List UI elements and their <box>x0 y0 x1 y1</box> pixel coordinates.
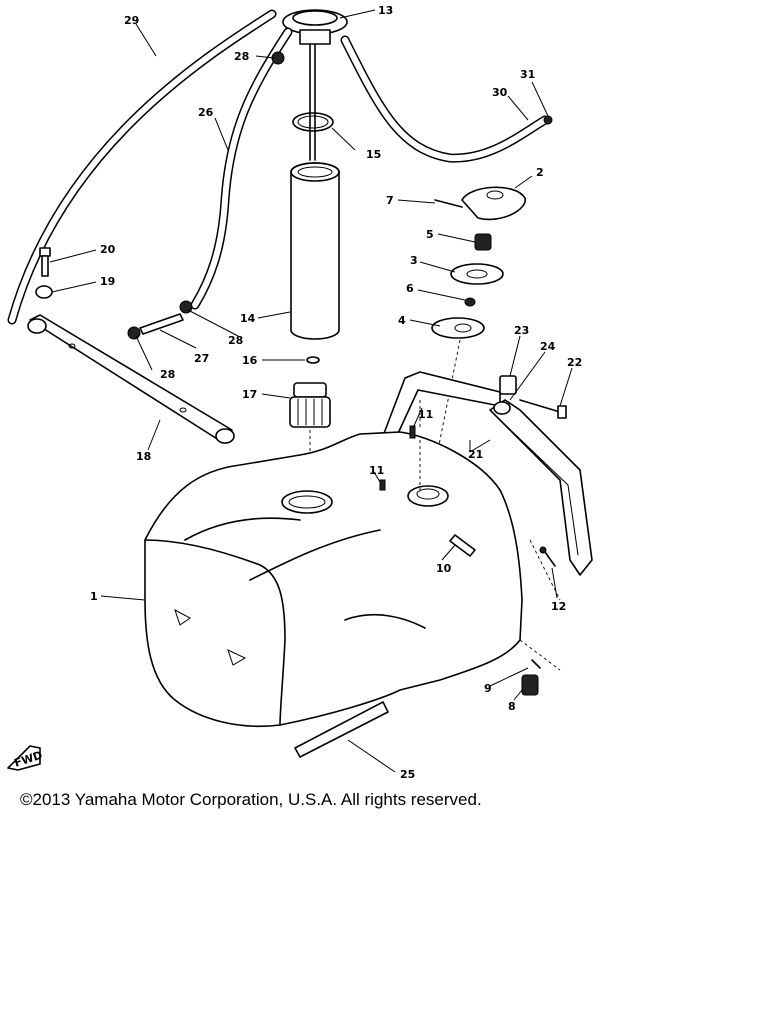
label-24: 24 <box>540 340 556 353</box>
copyright-notice: ©2013 Yamaha Motor Corporation, U.S.A. A… <box>20 790 482 809</box>
clip-16 <box>306 356 320 364</box>
label-4: 4 <box>398 314 406 327</box>
hose-25 <box>294 701 389 758</box>
label-13: 13 <box>378 4 393 17</box>
bolt-12 <box>539 546 556 567</box>
label-19: 19 <box>100 275 115 288</box>
label-27: 27 <box>194 352 209 365</box>
label-31: 31 <box>520 68 535 81</box>
label-16: 16 <box>242 354 258 367</box>
label-7: 7 <box>386 194 394 207</box>
label-23: 23 <box>514 324 529 337</box>
label-22: 22 <box>567 356 582 369</box>
bolt-20 <box>39 247 51 277</box>
label-3: 3 <box>410 254 418 267</box>
label-28-top: 28 <box>234 50 249 63</box>
label-11-lower: 11 <box>369 464 384 477</box>
leader-lines <box>49 9 573 773</box>
label-1: 1 <box>90 590 98 603</box>
label-25: 25 <box>400 768 415 781</box>
drain-plug-8 <box>521 674 539 696</box>
gasket-9 <box>531 659 541 669</box>
label-18: 18 <box>136 450 151 463</box>
label-17: 17 <box>242 388 257 401</box>
screw-7 <box>434 199 463 208</box>
clip-31 <box>543 115 553 125</box>
label-26: 26 <box>198 106 214 119</box>
fwd-icon: FWD <box>7 745 44 771</box>
bolt-22 <box>519 399 567 419</box>
label-6: 6 <box>406 282 414 295</box>
washer-19 <box>35 285 53 299</box>
label-8: 8 <box>508 700 516 713</box>
fuel-pickup-cap-13 <box>282 9 348 161</box>
label-29: 29 <box>124 14 139 27</box>
part-6 <box>464 297 476 307</box>
label-2: 2 <box>536 166 544 179</box>
gasket-3 <box>450 263 504 285</box>
hose-29 <box>7 9 277 325</box>
label-14: 14 <box>240 312 256 325</box>
screw-11-lower <box>379 479 386 491</box>
label-10: 10 <box>436 562 452 575</box>
hose-30 <box>340 35 550 163</box>
label-11-upper: 11 <box>418 408 433 421</box>
fuel-tank-1 <box>144 400 561 728</box>
label-12: 12 <box>551 600 566 613</box>
bracket-21 <box>382 371 593 576</box>
bolt-10 <box>449 534 476 557</box>
label-15: 15 <box>366 148 381 161</box>
neck-4 <box>431 317 485 339</box>
clamp-15 <box>292 112 334 132</box>
fitting-27 <box>139 313 184 335</box>
label-9: 9 <box>484 682 492 695</box>
screw-11-upper <box>409 425 416 439</box>
label-21: 21 <box>468 448 483 461</box>
spring-5 <box>474 233 492 251</box>
part-labels: 29 13 28 26 15 31 30 2 7 5 3 6 4 20 19 1… <box>90 4 582 781</box>
cap-2 <box>461 186 526 221</box>
clamp-24 <box>493 401 511 415</box>
plate-23 <box>499 375 517 395</box>
label-28-right: 28 <box>228 334 243 347</box>
pickup-tube-14 <box>290 162 340 340</box>
hose-26 <box>190 27 293 310</box>
label-30: 30 <box>492 86 508 99</box>
clip-28-left <box>127 326 141 340</box>
rail-18 <box>27 314 235 444</box>
label-5: 5 <box>426 228 434 241</box>
label-28-left: 28 <box>160 368 175 381</box>
label-20: 20 <box>100 243 116 256</box>
fuel-tank-parts-diagram: FWD <box>7 4 593 781</box>
